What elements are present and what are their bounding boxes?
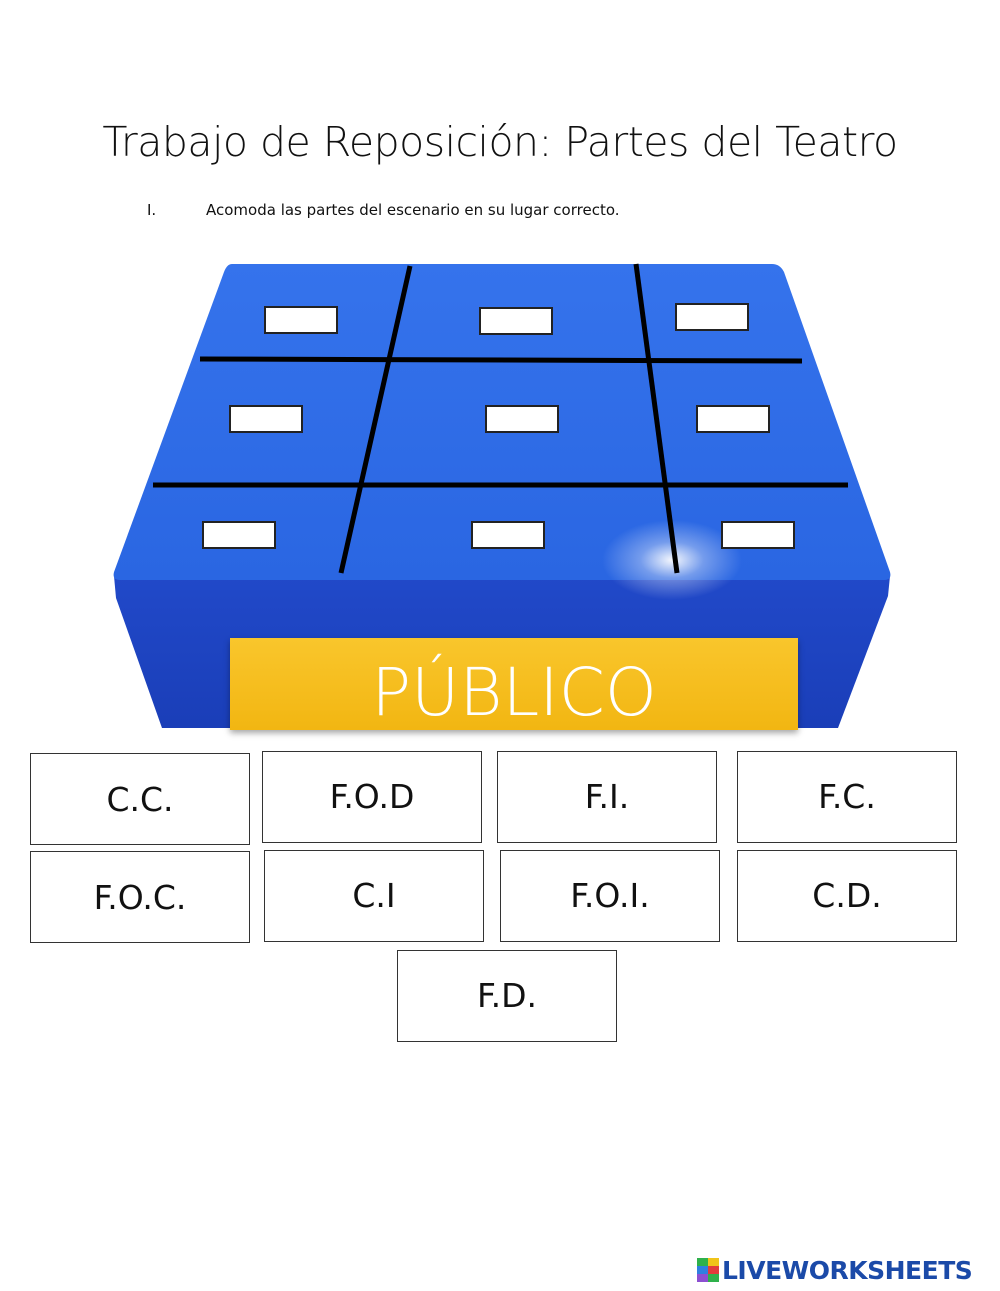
answer-tile[interactable]: F.O.C.	[30, 851, 250, 943]
instruction-text: Acomoda las partes del escenario en su l…	[206, 201, 620, 219]
liveworksheets-logo: LIVEWORKSHEETS	[697, 1255, 973, 1285]
drop-zone-4[interactable]	[229, 405, 303, 433]
stage-shine	[602, 520, 742, 600]
drop-zone-3[interactable]	[675, 303, 749, 331]
page-title: Trabajo de Reposición: Partes del Teatro	[102, 118, 898, 166]
answer-tile[interactable]: F.I.	[497, 751, 717, 843]
liveworksheets-logo-icon	[697, 1258, 719, 1282]
answer-tile[interactable]: C.C.	[30, 753, 250, 845]
drop-zone-2[interactable]	[479, 307, 553, 335]
stage-grid-lines	[153, 263, 848, 574]
drop-zone-5[interactable]	[485, 405, 559, 433]
drop-zone-1[interactable]	[264, 306, 338, 334]
answer-tile[interactable]: C.D.	[737, 850, 957, 942]
drop-zone-7[interactable]	[202, 521, 276, 549]
answer-tile[interactable]: C.I	[264, 850, 484, 942]
answer-tile[interactable]: F.C.	[737, 751, 957, 843]
drop-zone-6[interactable]	[696, 405, 770, 433]
logo-text: LIVEWORKSHEETS	[722, 1255, 973, 1285]
drop-zone-8[interactable]	[471, 521, 545, 549]
answer-tile[interactable]: F.O.I.	[500, 850, 720, 942]
drop-zone-9[interactable]	[721, 521, 795, 549]
answer-tile[interactable]: F.D.	[397, 950, 617, 1042]
answer-tile[interactable]: F.O.D	[262, 751, 482, 843]
audience-label: PÚBLICO	[230, 638, 798, 731]
instruction-number: I.	[147, 201, 157, 219]
